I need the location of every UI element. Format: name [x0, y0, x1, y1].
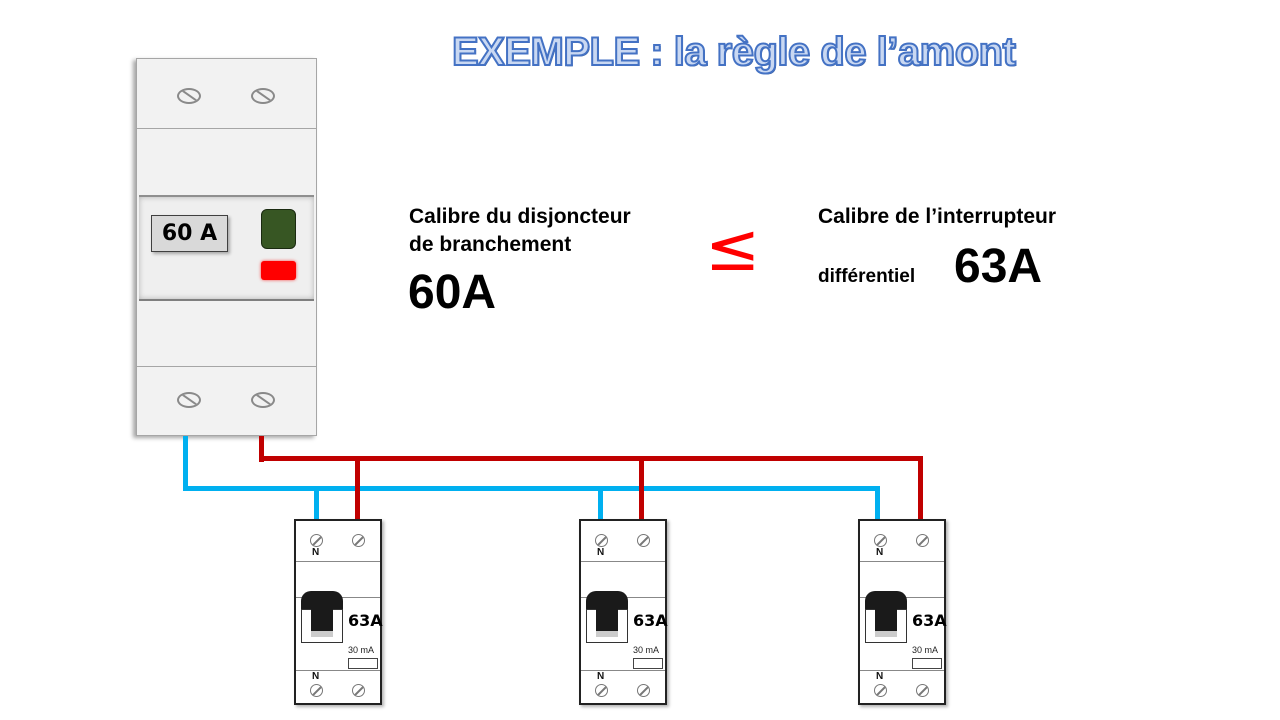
neutral-wire	[314, 486, 319, 520]
phase-wire	[259, 436, 264, 462]
rcd-test-button	[633, 658, 663, 669]
rcd-rating: 63A	[348, 611, 383, 630]
screw-icon	[595, 684, 608, 697]
screw-icon	[251, 88, 275, 104]
screw-icon	[916, 534, 929, 547]
screw-icon	[874, 534, 887, 547]
screw-icon	[637, 684, 650, 697]
screw-icon	[310, 684, 323, 697]
right-label-line2: différentiel	[818, 266, 916, 287]
neutral-label: N	[876, 547, 884, 558]
screw-icon	[916, 684, 929, 697]
neutral-wire	[183, 436, 188, 490]
screw-icon	[177, 88, 201, 104]
neutral-wire	[183, 486, 880, 491]
rcd-rating: 63A	[912, 611, 947, 630]
neutral-label: N	[597, 547, 605, 558]
rcd-module: N 63A 30 mA N	[579, 519, 668, 705]
rcd-module: N 63A 30 mA N	[294, 519, 383, 705]
divider	[137, 366, 316, 367]
divider	[581, 670, 665, 671]
breaker-front-panel: 60 A	[139, 195, 314, 301]
screw-icon	[310, 534, 323, 547]
neutral-label: N	[876, 671, 884, 682]
right-label-line1: Calibre de l’interrupteur	[818, 205, 1057, 228]
breaker-reset-button	[261, 209, 296, 249]
screw-icon	[595, 534, 608, 547]
rcd-rating: 63A	[633, 611, 668, 630]
right-value: 63A	[954, 240, 1043, 293]
page-title: EXEMPLE : la règle de l’amont	[451, 29, 1017, 75]
rcd-test-button	[912, 658, 942, 669]
divider	[860, 561, 944, 562]
divider	[137, 128, 316, 129]
phase-wire	[639, 456, 644, 520]
phase-wire	[259, 456, 923, 461]
rcd-toggle-lever	[586, 591, 628, 643]
divider	[296, 670, 380, 671]
left-value: 60A	[408, 266, 497, 319]
screw-icon	[874, 684, 887, 697]
rcd-sensitivity: 30 mA	[912, 645, 939, 655]
screw-icon	[251, 392, 275, 408]
divider	[860, 670, 944, 671]
rcd-toggle-lever	[865, 591, 907, 643]
left-label-line1: Calibre du disjoncteur	[409, 205, 631, 228]
main-circuit-breaker: 60 A	[136, 58, 317, 436]
neutral-wire	[598, 486, 603, 520]
divider	[296, 561, 380, 562]
rcd-toggle-lever	[301, 591, 343, 643]
left-label-line2: de branchement	[409, 233, 572, 256]
breaker-rating-label: 60 A	[151, 215, 228, 252]
neutral-label: N	[312, 671, 320, 682]
divider	[581, 561, 665, 562]
rcd-test-button	[348, 658, 378, 669]
screw-icon	[637, 534, 650, 547]
breaker-indicator-light	[261, 261, 296, 280]
rcd-sensitivity: 30 mA	[348, 645, 375, 655]
rcd-module: N 63A 30 mA N	[858, 519, 947, 705]
screw-icon	[177, 392, 201, 408]
neutral-label: N	[597, 671, 605, 682]
less-or-equal-icon: ≤	[705, 209, 761, 286]
rcd-sensitivity: 30 mA	[633, 645, 660, 655]
phase-wire	[355, 456, 360, 520]
phase-wire	[918, 456, 923, 520]
screw-icon	[352, 684, 365, 697]
screw-icon	[352, 534, 365, 547]
neutral-wire	[875, 486, 880, 520]
neutral-label: N	[312, 547, 320, 558]
